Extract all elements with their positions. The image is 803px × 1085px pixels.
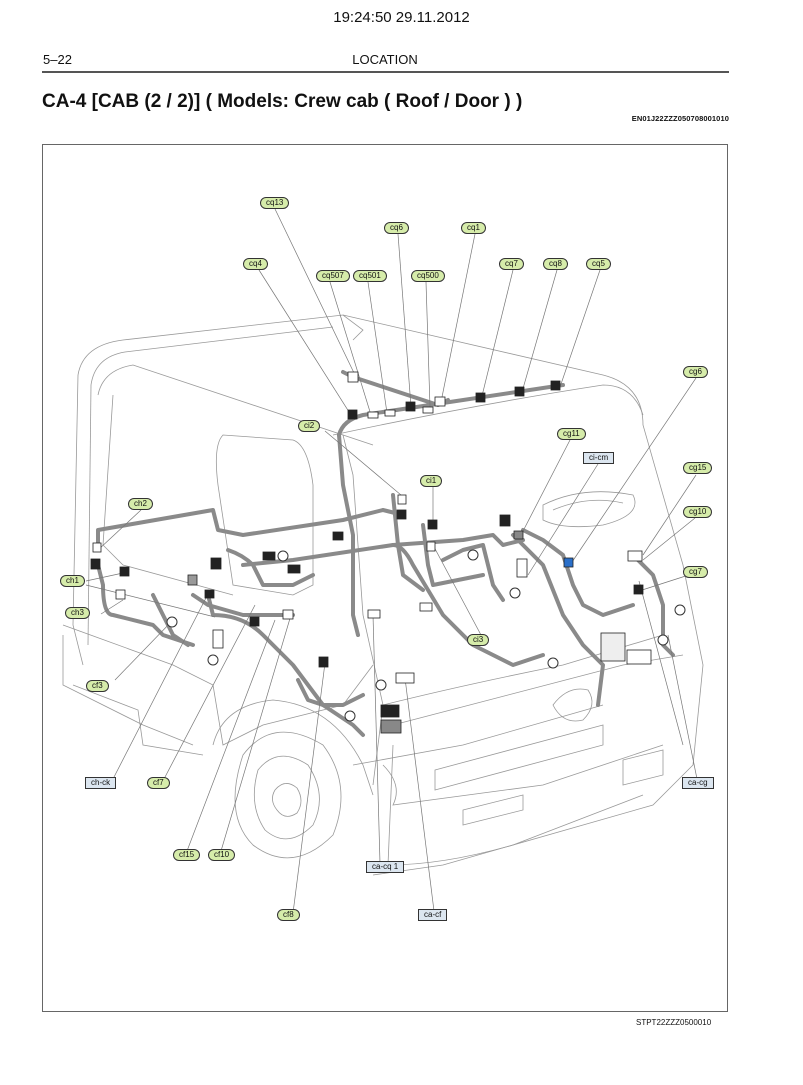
connector-cq507 (367, 411, 379, 419)
wiring-location-figure: cq13 cq6 cq1 cq4 cq507 cq501 cq500 cq7 c… (42, 144, 728, 1012)
connector-cf10 (282, 609, 294, 620)
figure-code: STPT22ZZZ0500010 (636, 1018, 712, 1027)
label-ci3: ci3 (467, 634, 490, 646)
vehicle-outline (62, 314, 704, 876)
grommets (166, 549, 686, 722)
label-ci-cm: ci-cm (583, 452, 615, 464)
label-ca-cg: ca-cg (682, 777, 714, 789)
label-cq500: cq500 (411, 270, 445, 282)
label-cf10: cf10 (208, 849, 236, 861)
label-ca-cf: ca-cf (418, 909, 448, 921)
label-cf8: cf8 (277, 909, 300, 921)
connector-ci-loose (419, 602, 433, 612)
connector-cq500 (422, 406, 434, 414)
label-cq8: cq8 (543, 258, 568, 270)
section-heading: LOCATION (352, 52, 418, 67)
label-cg6: cg6 (683, 366, 708, 378)
label-ch3: ch3 (65, 607, 90, 619)
connector-ca-cq1 (367, 609, 381, 619)
label-cg15: cg15 (683, 462, 713, 474)
label-ci1: ci1 (420, 475, 443, 487)
label-cq5: cq5 (586, 258, 611, 270)
header-rule (42, 71, 729, 73)
connector-cg11 (513, 530, 524, 540)
label-ci2: ci2 (298, 420, 321, 432)
label-cq4: cq4 (243, 258, 268, 270)
label-cq7: cq7 (499, 258, 524, 270)
connector-roof-a (262, 551, 276, 561)
page-number: 5–22 (43, 52, 72, 67)
label-ca-cq1: ca-cq 1 (366, 861, 405, 873)
label-cq1: cq1 (461, 222, 486, 234)
connector-ca-cq-block (380, 704, 400, 718)
connector-cg6 (563, 557, 574, 568)
connector-ca-cf (395, 672, 415, 684)
connector-cf-gray (187, 574, 198, 586)
label-cf7: cf7 (147, 777, 170, 789)
connector-ca-cg (626, 649, 652, 665)
connector-cf-dark (210, 557, 222, 570)
connector-roof-b (287, 564, 301, 574)
label-cq507: cq507 (316, 270, 350, 282)
connector-ci2a (397, 494, 407, 505)
connector-cq8 (514, 386, 525, 397)
label-ch-ck: ch-ck (85, 777, 117, 789)
connector-ch-ck (204, 589, 215, 599)
connector-ci1 (427, 519, 438, 530)
connector-cq5 (550, 380, 561, 391)
connector-cq4 (347, 409, 358, 420)
label-ch1: ch1 (60, 575, 85, 587)
label-ch2: ch2 (128, 498, 153, 510)
page-title: CA-4 [CAB (2 / 2)] ( Models: Crew cab ( … (42, 91, 523, 112)
connector-cf8 (318, 656, 329, 668)
print-timestamp: 19:24:50 29.11.2012 (333, 9, 470, 26)
document-code: EN01J22ZZZ050708001010 (631, 114, 729, 123)
connector-ch1 (119, 566, 130, 577)
wire-harness (96, 370, 675, 737)
connector-cq13 (347, 371, 359, 383)
connectors (90, 371, 652, 734)
connector-cq1 (434, 396, 446, 407)
label-cg7: cg7 (683, 566, 708, 578)
connector-cg15-cg10 (627, 550, 643, 562)
connector-ci2b (396, 509, 407, 520)
label-cq6: cq6 (384, 222, 409, 234)
label-cq13: cq13 (260, 197, 290, 209)
connector-ch2 (90, 558, 101, 570)
connector-cf7 (212, 629, 224, 649)
label-cf15: cf15 (173, 849, 201, 861)
connector-cq6 (405, 401, 416, 412)
label-cg11: cg11 (557, 428, 586, 440)
label-cf3: cf3 (86, 680, 109, 692)
label-cq501: cq501 (353, 270, 387, 282)
connector-cg11-dark (499, 514, 511, 527)
connector-ci-cm (516, 558, 528, 578)
leader-lines (85, 208, 698, 914)
connector-ch3 (115, 589, 126, 600)
connector-ci3 (426, 541, 436, 552)
connector-cf15 (249, 616, 260, 627)
ecu-unit (600, 632, 626, 662)
connector-cg7 (633, 584, 644, 595)
connector-cq7 (475, 392, 486, 403)
connector-cq501 (384, 409, 396, 417)
connector-roof-c (332, 531, 344, 541)
connector-ch2a (92, 542, 102, 553)
label-cg10: cg10 (683, 506, 713, 518)
connector-ca-cq-block-b (380, 719, 402, 734)
